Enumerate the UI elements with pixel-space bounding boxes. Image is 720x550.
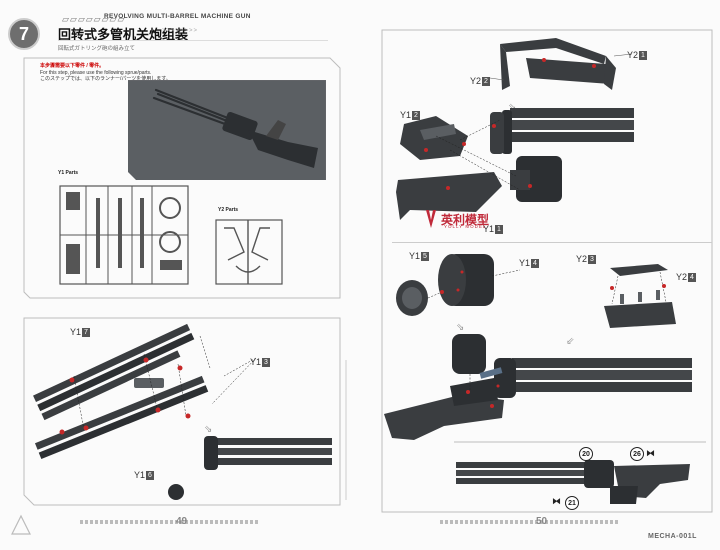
label-prefix: Y1: [400, 110, 412, 120]
header-rule: [58, 40, 328, 41]
label-num: 1: [495, 224, 503, 234]
watermark: 英利模型 YOLLY MODEL: [424, 208, 489, 230]
watermark-logo-icon: [426, 210, 436, 228]
receiver-barrel-exploded-diagram: [396, 108, 634, 220]
label-prefix: Y2: [676, 272, 688, 282]
footer-stripes-right: [440, 520, 620, 524]
right-section-divider: [392, 242, 712, 243]
watermark-text-cn: 英利模型: [441, 212, 490, 227]
page-number-left: 49: [176, 516, 188, 527]
drum-magazine-diagram: [396, 254, 521, 316]
y2-sprue-diagram: [215, 219, 283, 285]
barrel-assembly-exploded-diagram: [33, 323, 332, 500]
label-num: 2: [412, 110, 420, 120]
assembly-arrow-icon: ⇘: [456, 322, 465, 333]
label-prefix: Y1: [70, 327, 82, 337]
full-gun-assembly-diagram: [384, 334, 692, 440]
title-english: REVOLVING MULTI-BARREL MACHINE GUN: [104, 13, 251, 20]
label-num: 2: [482, 76, 490, 86]
header-stripes: ▱▱▱▱▱▱▱▱: [62, 14, 126, 24]
decal-bowtie-icon: ⧓: [646, 448, 655, 458]
decal-marker-26: 26: [630, 447, 644, 461]
watermark-text-en: YOLLY MODEL: [444, 224, 487, 229]
label-num: 1: [639, 50, 647, 60]
label-num: 4: [688, 272, 696, 282]
title-japanese: 回転式ガトリング砲の組み立て: [58, 46, 136, 52]
title-chinese: 回转式多管机关炮组装: [58, 28, 189, 43]
decal-number: 21: [568, 499, 576, 507]
parts-note: 本步骤需要以下零件 / 零件。 For this step, please us…: [40, 63, 171, 83]
label-prefix: Y1: [519, 258, 531, 268]
note-cn: 本步骤需要以下零件 / 零件。: [40, 63, 105, 69]
label-prefix: Y1: [483, 224, 495, 234]
label-num: 3: [588, 254, 596, 264]
note-jp: このステップでは、以下のランナー/パーツを使用します。: [40, 76, 171, 82]
corner-emblem-icon: [11, 514, 31, 535]
note-en: For this step, please use the following …: [40, 69, 152, 76]
y2-parts-label: Y2 Parts: [218, 207, 239, 213]
label-prefix: Y1: [250, 357, 262, 367]
label-prefix: Y2: [627, 50, 639, 60]
label-prefix: Y2: [470, 76, 482, 86]
label-num: 4: [531, 258, 539, 268]
label-num: 3: [262, 357, 270, 367]
decal-marker-21: 21: [565, 496, 579, 510]
label-num: 7: [82, 327, 90, 337]
label-num: 5: [421, 251, 429, 261]
label-prefix: Y1: [409, 251, 421, 261]
label-prefix: Y2: [576, 254, 588, 264]
header-arrows: >>>>>>>>: [162, 28, 199, 34]
y1-sprue-diagram: [59, 185, 189, 285]
page-number-right: 50: [536, 516, 548, 527]
handle-parts-diagram: [604, 264, 676, 328]
gun-render-preview: [128, 80, 326, 180]
series-code: MECHA-001L: [648, 533, 697, 540]
y1-parts-label: Y1 Parts: [58, 170, 79, 176]
stock-frame-diagram: [489, 38, 633, 90]
label-num: 6: [146, 470, 154, 480]
assembly-arrow-icon: ⇘: [204, 424, 213, 435]
decal-marker-20: 20: [579, 447, 593, 461]
decal-inset-diagram: [454, 441, 706, 504]
decal-number: 20: [582, 450, 590, 458]
step-number: 7: [18, 23, 29, 44]
decal-bowtie-icon: ⧓: [552, 496, 561, 506]
step-number-badge: 7: [8, 18, 40, 50]
footer-stripes-left: [80, 520, 260, 524]
assembly-arrow-icon: ⇘: [508, 102, 517, 113]
decal-number: 26: [633, 450, 641, 458]
assembly-arrow-icon: ⇙: [566, 336, 575, 347]
label-prefix: Y1: [134, 470, 146, 480]
